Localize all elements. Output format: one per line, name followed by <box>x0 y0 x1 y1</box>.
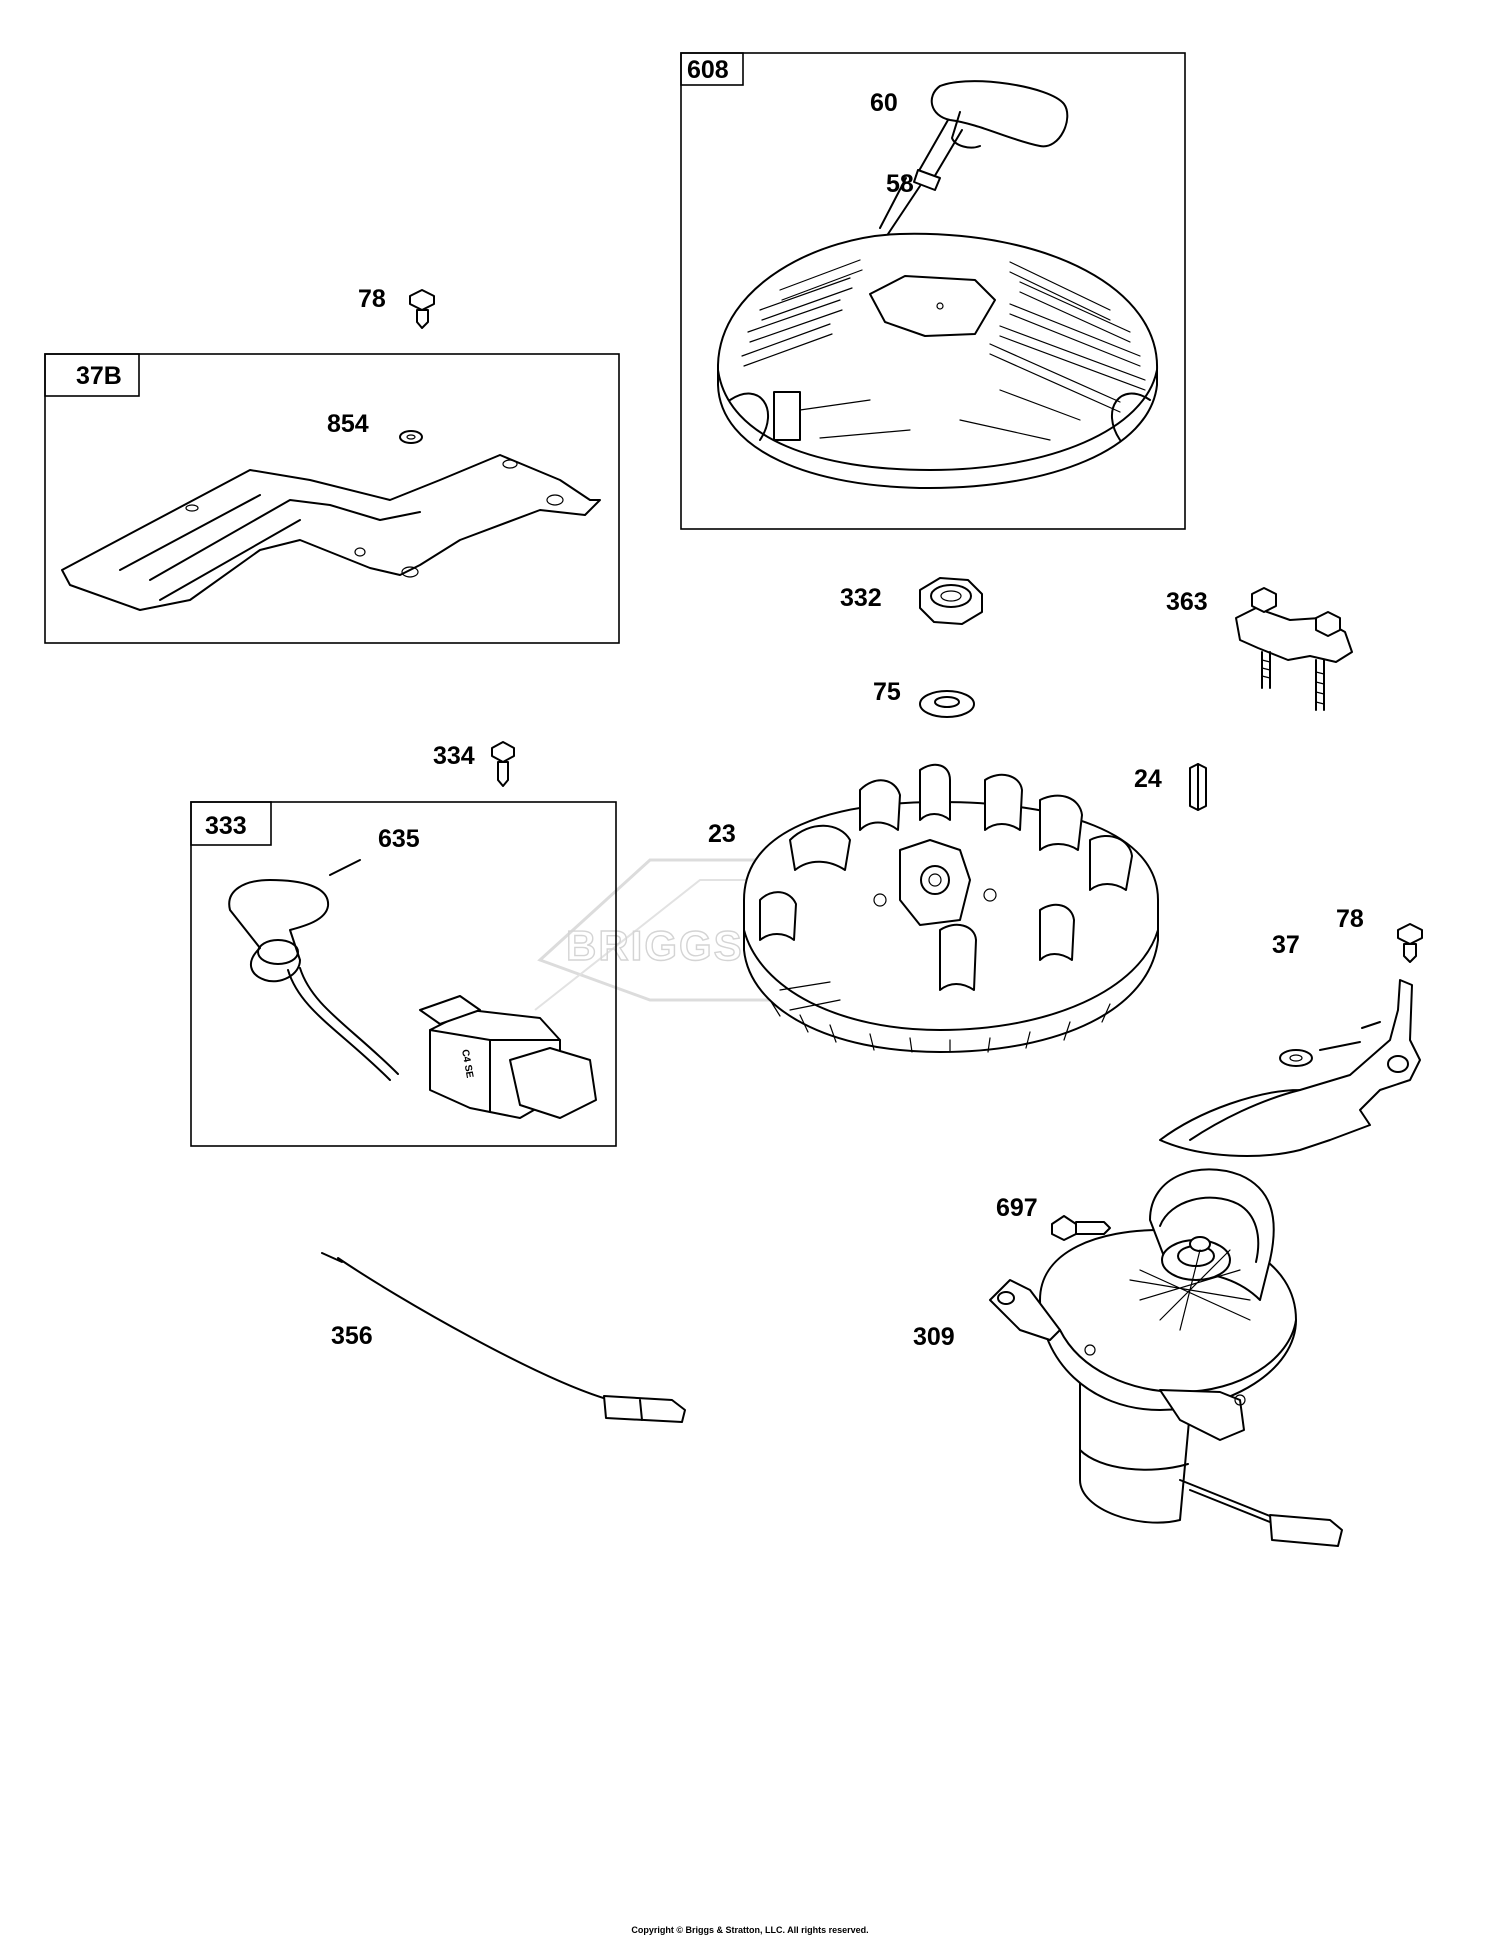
callout-309: 309 <box>913 1323 955 1351</box>
callout-24: 24 <box>1134 765 1162 793</box>
screw-334-drawing <box>491 741 515 787</box>
callout-23: 23 <box>708 820 736 848</box>
callout-854: 854 <box>327 410 369 438</box>
air-vane-37-drawing <box>1159 979 1421 1157</box>
callout-363: 363 <box>1166 588 1208 616</box>
screw-697-drawing <box>1051 1215 1111 1241</box>
callout-78-upper: 78 <box>358 285 386 313</box>
callout-60: 60 <box>870 89 898 117</box>
callout-356: 356 <box>331 1322 373 1350</box>
callout-58: 58 <box>886 170 914 198</box>
group-tag-333: 333 <box>205 812 247 840</box>
group-box-37b: 37B <box>44 353 620 644</box>
washer-75-drawing <box>919 690 975 718</box>
rewind-starter-drawing <box>717 80 1159 489</box>
group-box-333: 333 <box>190 801 617 1147</box>
coil-marking: C4 SE <box>459 1049 475 1080</box>
ground-wire-356-drawing <box>321 1252 686 1423</box>
callout-37: 37 <box>1272 931 1300 959</box>
group-box-608: 608 <box>680 52 1186 530</box>
starter-motor-309-drawing <box>989 1168 1343 1547</box>
group-tag-608: 608 <box>687 56 729 84</box>
brake-bracket-363-drawing <box>1235 587 1353 711</box>
ignition-coil-333-drawing: C4 SE <box>228 859 597 1119</box>
flywheel-23-drawing <box>743 763 1159 1053</box>
bolt-78-upper-drawing <box>409 289 435 329</box>
callout-78-lower: 78 <box>1336 905 1364 933</box>
air-vane-bracket-37b-drawing <box>61 430 601 611</box>
group-tag-37b: 37B <box>76 362 122 390</box>
callout-332: 332 <box>840 584 882 612</box>
callout-334: 334 <box>433 742 475 770</box>
flywheel-nut-332-drawing <box>919 577 983 625</box>
copyright-notice: Copyright © Briggs & Stratton, LLC. All … <box>631 1925 868 1935</box>
bolt-78-lower-drawing <box>1397 923 1423 963</box>
callout-635: 635 <box>378 825 420 853</box>
flywheel-key-24-drawing <box>1189 763 1207 811</box>
callout-697: 697 <box>996 1194 1038 1222</box>
callout-75: 75 <box>873 678 901 706</box>
